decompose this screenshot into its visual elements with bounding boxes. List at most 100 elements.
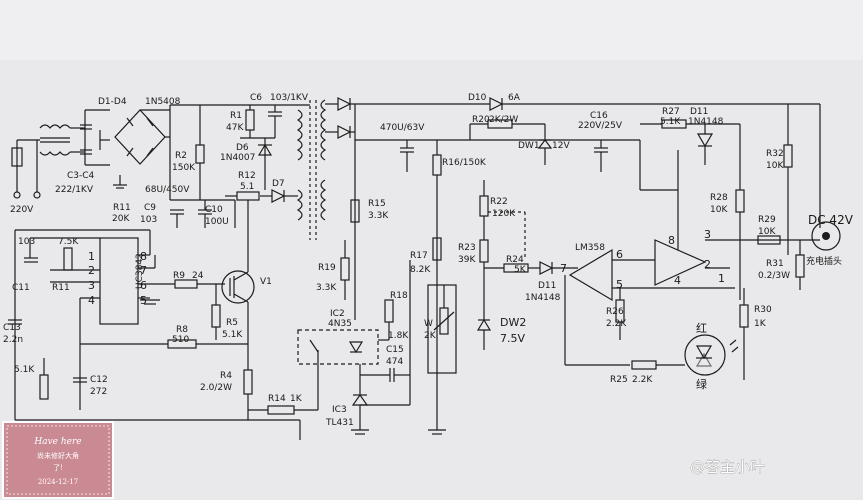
label-r14: R14 xyxy=(268,394,286,404)
label-charge-head: 充电插头 xyxy=(806,255,842,267)
stamp-line1: Have here xyxy=(33,437,81,447)
label-v1: V1 xyxy=(260,277,272,287)
label-c470u: 470U/63V xyxy=(380,123,425,133)
label-r20-val: 2K/2W xyxy=(489,115,518,125)
watermark: @答主小叶 xyxy=(690,458,765,476)
label-c11-val: 103 xyxy=(18,237,35,247)
label-d1-d4-model: 1N5408 xyxy=(145,97,181,107)
label-r30: R30 xyxy=(754,305,772,315)
label-r23-val: 39K xyxy=(458,255,476,265)
label-pin2: 2 xyxy=(88,264,95,277)
label-d11-val: 1N4148 xyxy=(525,293,561,303)
label-r11: R11 xyxy=(113,203,131,213)
label-r4-val: 2.0/2W xyxy=(200,383,232,393)
label-r14-val: 1K xyxy=(290,394,303,404)
label-c15: C15 xyxy=(386,345,404,355)
uc3842-chip xyxy=(99,237,139,325)
label-r9: R9 xyxy=(173,271,185,281)
label-c3c4: C3-C4 xyxy=(67,171,95,181)
label-r20: R20 xyxy=(472,115,490,125)
label-r19: R19 xyxy=(318,263,336,273)
label-ic2: IC2 xyxy=(330,309,345,319)
label-pin4: 4 xyxy=(88,294,95,307)
label-r2-val: 150K xyxy=(172,163,196,173)
label-r1-val: 47K xyxy=(226,123,244,133)
label-c10-val: 100U xyxy=(205,217,229,227)
label-r27-val: 5.1K xyxy=(660,117,681,127)
date-stamp: Have here 尚未修好大角 了! 2024-12-17 xyxy=(2,421,114,499)
label-c12-val: 272 xyxy=(90,387,107,397)
label-c6: C6 xyxy=(250,93,262,103)
bicolor-led xyxy=(684,334,739,376)
label-r18-val: 1.8K xyxy=(388,331,409,341)
label-r19-val: 3.3K xyxy=(316,283,337,293)
label-r27: R27 xyxy=(662,107,680,117)
label-pin7: 7 xyxy=(140,264,147,277)
label-r23: R23 xyxy=(458,243,476,253)
label-r30-val: 1K xyxy=(754,319,767,329)
label-op-7: 7 xyxy=(560,262,567,275)
label-r12: R12 xyxy=(238,171,256,181)
label-r28-val: 10K xyxy=(710,205,728,215)
label-r-51k: 5.1K xyxy=(14,365,35,375)
label-c10: C10 xyxy=(205,205,223,215)
label-green: 绿 xyxy=(696,377,707,391)
label-pin8: 8 xyxy=(140,250,147,263)
label-dw1-val: 12V xyxy=(552,141,570,151)
label-d7: D7 xyxy=(272,179,285,189)
label-c11: C11 xyxy=(12,283,30,293)
label-w-val: 2K xyxy=(424,331,437,341)
label-lm358: LM358 xyxy=(575,243,605,253)
label-pin1: 1 xyxy=(88,250,95,263)
dc-output-jack xyxy=(811,221,841,251)
label-op-2: 2 xyxy=(704,258,711,271)
label-op-8: 8 xyxy=(668,234,675,247)
label-pin5: 5 xyxy=(140,294,147,307)
label-op-6: 6 xyxy=(616,248,623,261)
label-r15-val: 3.3K xyxy=(368,211,389,221)
label-r22-val: 120K xyxy=(492,209,516,219)
label-r26: R26 xyxy=(606,307,624,317)
stamp-line2: 尚未修好大角 xyxy=(37,451,79,460)
label-input-v: 220V xyxy=(10,205,34,215)
label-op-3: 3 xyxy=(704,228,711,241)
label-r25: R25 xyxy=(610,375,628,385)
label-w: W xyxy=(424,319,433,329)
label-r32: R32 xyxy=(766,149,784,159)
label-r11-val: 20K xyxy=(112,214,130,224)
label-d11b: D11 xyxy=(690,107,708,117)
label-r8: R8 xyxy=(176,325,188,335)
mosfet-v1 xyxy=(221,200,255,370)
label-r2: R2 xyxy=(175,151,187,161)
ic2-optocoupler xyxy=(297,329,379,365)
label-d11b-val: 1N4148 xyxy=(688,117,724,127)
lm358-opamp-b xyxy=(639,140,820,286)
label-dw2-val: 7.5V xyxy=(500,332,525,345)
label-r18: R18 xyxy=(390,291,408,301)
label-d10-val: 6A xyxy=(508,93,521,103)
label-d11: D11 xyxy=(538,281,556,291)
label-d10: D10 xyxy=(468,93,487,103)
label-c9-rating: 68U/450V xyxy=(145,185,190,195)
label-op-4: 4 xyxy=(674,274,681,287)
label-ic3-val: TL431 xyxy=(325,418,354,428)
label-r5-val: 5.1K xyxy=(222,330,243,340)
label-r25-val: 2.2K xyxy=(632,375,653,385)
bridge-rectifier xyxy=(114,105,171,200)
label-c6-val: 103/1KV xyxy=(270,93,309,103)
label-op-5: 5 xyxy=(616,278,623,291)
label-r24-val: 5K xyxy=(514,265,527,275)
transformer xyxy=(296,99,327,240)
label-ic3: IC3 xyxy=(332,405,347,415)
label-c16-val: 220V/25V xyxy=(578,121,623,131)
label-c13-val: 2.2n xyxy=(3,335,23,345)
stamp-line3: 了! xyxy=(53,464,63,472)
label-r31-val: 0.2/3W xyxy=(758,271,790,281)
label-r12-val: 5.1 xyxy=(240,182,254,192)
label-op-1: 1 xyxy=(718,272,725,285)
label-pin3: 3 xyxy=(88,279,95,292)
label-r8-val: 510 xyxy=(172,335,189,345)
label-r29: R29 xyxy=(758,215,776,225)
label-r11b: R11 xyxy=(52,283,70,293)
